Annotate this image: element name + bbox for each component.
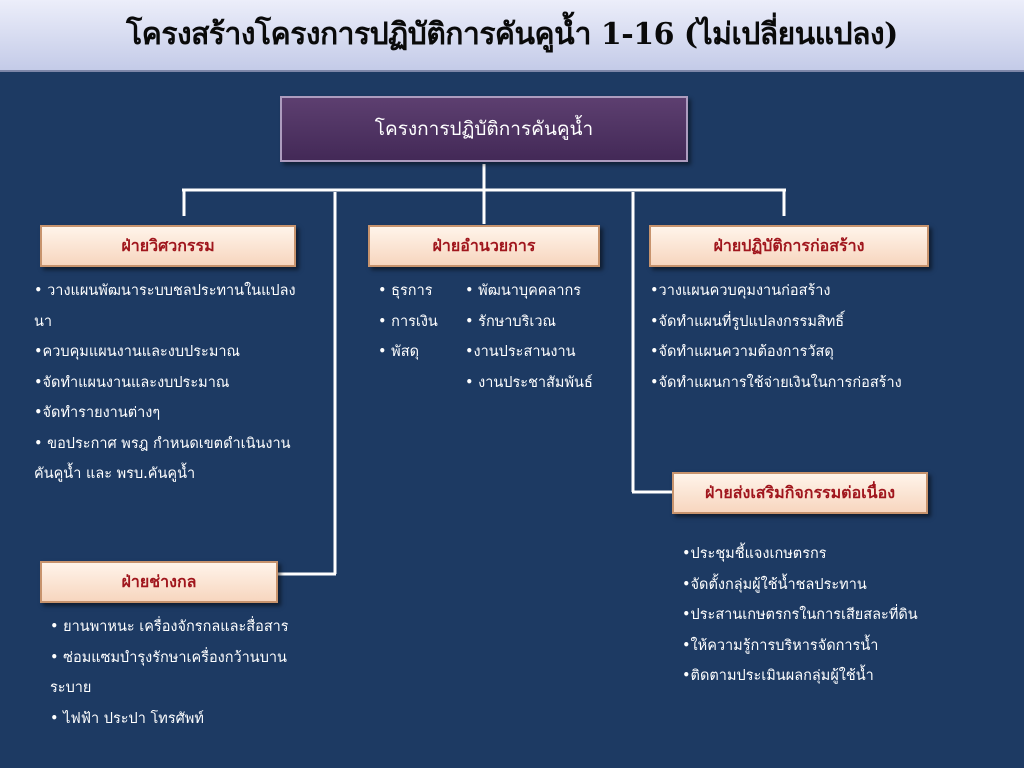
title-bar: โครงสร้างโครงการปฏิบัติการคันคูน้ำ 1-16 … <box>0 0 1024 72</box>
dept-construction-label: ฝ่ายปฏิบัติการก่อสร้าง <box>713 236 865 255</box>
list-item: • รักษาบริเวณ <box>465 313 556 330</box>
list-item: •งานประสานงาน <box>465 344 576 360</box>
engineering-task-list: • วางแผนพัฒนาระบบชลประทานในแปลงนา •ควบคุ… <box>34 276 304 490</box>
list-item: •จัดทำแผนงานและงบประมาณ <box>34 374 230 391</box>
list-item: • การเงิน <box>378 313 438 330</box>
list-item: •จัดทำรายงานต่างๆ <box>34 405 161 421</box>
list-item: • ยานพาหนะ เครื่องจักรกลและสื่อสาร <box>50 619 289 635</box>
promotion-task-list: •ประชุมชี้แจงเกษตรกร •จัดตั้งกลุ่มผู้ใช้… <box>682 539 982 692</box>
list-item: •จัดทำแผนความต้องการวัสดุ <box>650 344 834 360</box>
dept-promotion: ฝ่ายส่งเสริมกิจกรรมต่อเนื่อง <box>672 472 928 514</box>
list-item: •จัดทำแผนการใช้จ่ายเงินในการก่อสร้าง <box>650 374 902 391</box>
list-item: • ไฟฟ้า ประปา โทรศัพท์ <box>50 710 204 727</box>
root-node-label: โครงการปฏิบัติการคันคูน้ำ <box>374 118 594 140</box>
list-item: • ธุรการ <box>378 283 433 299</box>
dept-admin: ฝ่ายอำนวยการ <box>368 225 600 267</box>
mechanics-task-list: • ยานพาหนะ เครื่องจักรกลและสื่อสาร • ซ่อ… <box>50 612 325 734</box>
admin-task-list-right: • พัฒนาบุคคลากร • รักษาบริเวณ •งานประสาน… <box>465 276 625 398</box>
list-item: •จัดตั้งกลุ่มผู้ใช้น้ำชลประทาน <box>682 576 867 593</box>
list-item: •จัดทำแผนที่รูปแปลงกรรมสิทธิ์ <box>650 313 845 330</box>
dept-mechanics: ฝ่ายช่างกล <box>40 561 278 603</box>
list-item: •ประสานเกษตรกรในการเสียสละที่ดิน <box>682 607 918 623</box>
list-item: • ขอประกาศ พรฎ กำหนดเขตดำเนินงานคันคูน้ำ… <box>34 435 291 483</box>
list-item: •ควบคุมแผนงานและงบประมาณ <box>34 344 240 360</box>
list-item: • งานประชาสัมพันธ์ <box>465 374 593 391</box>
dept-promotion-label: ฝ่ายส่งเสริมกิจกรรมต่อเนื่อง <box>705 483 895 502</box>
list-item: •ติดตามประเมินผลกลุ่มผู้ใช้น้ำ <box>682 668 874 684</box>
list-item: •ประชุมชี้แจงเกษตรกร <box>682 546 827 562</box>
dept-construction: ฝ่ายปฏิบัติการก่อสร้าง <box>649 225 929 267</box>
list-item: • พัฒนาบุคคลากร <box>465 283 582 299</box>
list-item: •วางแผนควบคุมงานก่อสร้าง <box>650 283 831 299</box>
dept-engineering-label: ฝ่ายวิศวกรรม <box>121 236 215 255</box>
list-item: • วางแผนพัฒนาระบบชลประทานในแปลงนา <box>34 283 296 330</box>
list-item: • ซ่อมแซมบำรุงรักษาเครื่องกว้านบานระบาย <box>50 649 287 697</box>
construction-task-list: •วางแผนควบคุมงานก่อสร้าง •จัดทำแผนที่รูป… <box>650 276 950 398</box>
list-item: • พัสดุ <box>378 344 419 360</box>
admin-task-list-left: • ธุรการ • การเงิน • พัสดุ <box>378 276 458 368</box>
dept-admin-label: ฝ่ายอำนวยการ <box>432 236 536 255</box>
dept-mechanics-label: ฝ่ายช่างกล <box>121 572 197 591</box>
root-node: โครงการปฏิบัติการคันคูน้ำ <box>280 96 688 162</box>
list-item: •ให้ความรู้การบริหารจัดการน้ำ <box>682 637 879 654</box>
dept-engineering: ฝ่ายวิศวกรรม <box>40 225 296 267</box>
page-title: โครงสร้างโครงการปฏิบัติการคันคูน้ำ 1-16 … <box>126 17 898 52</box>
